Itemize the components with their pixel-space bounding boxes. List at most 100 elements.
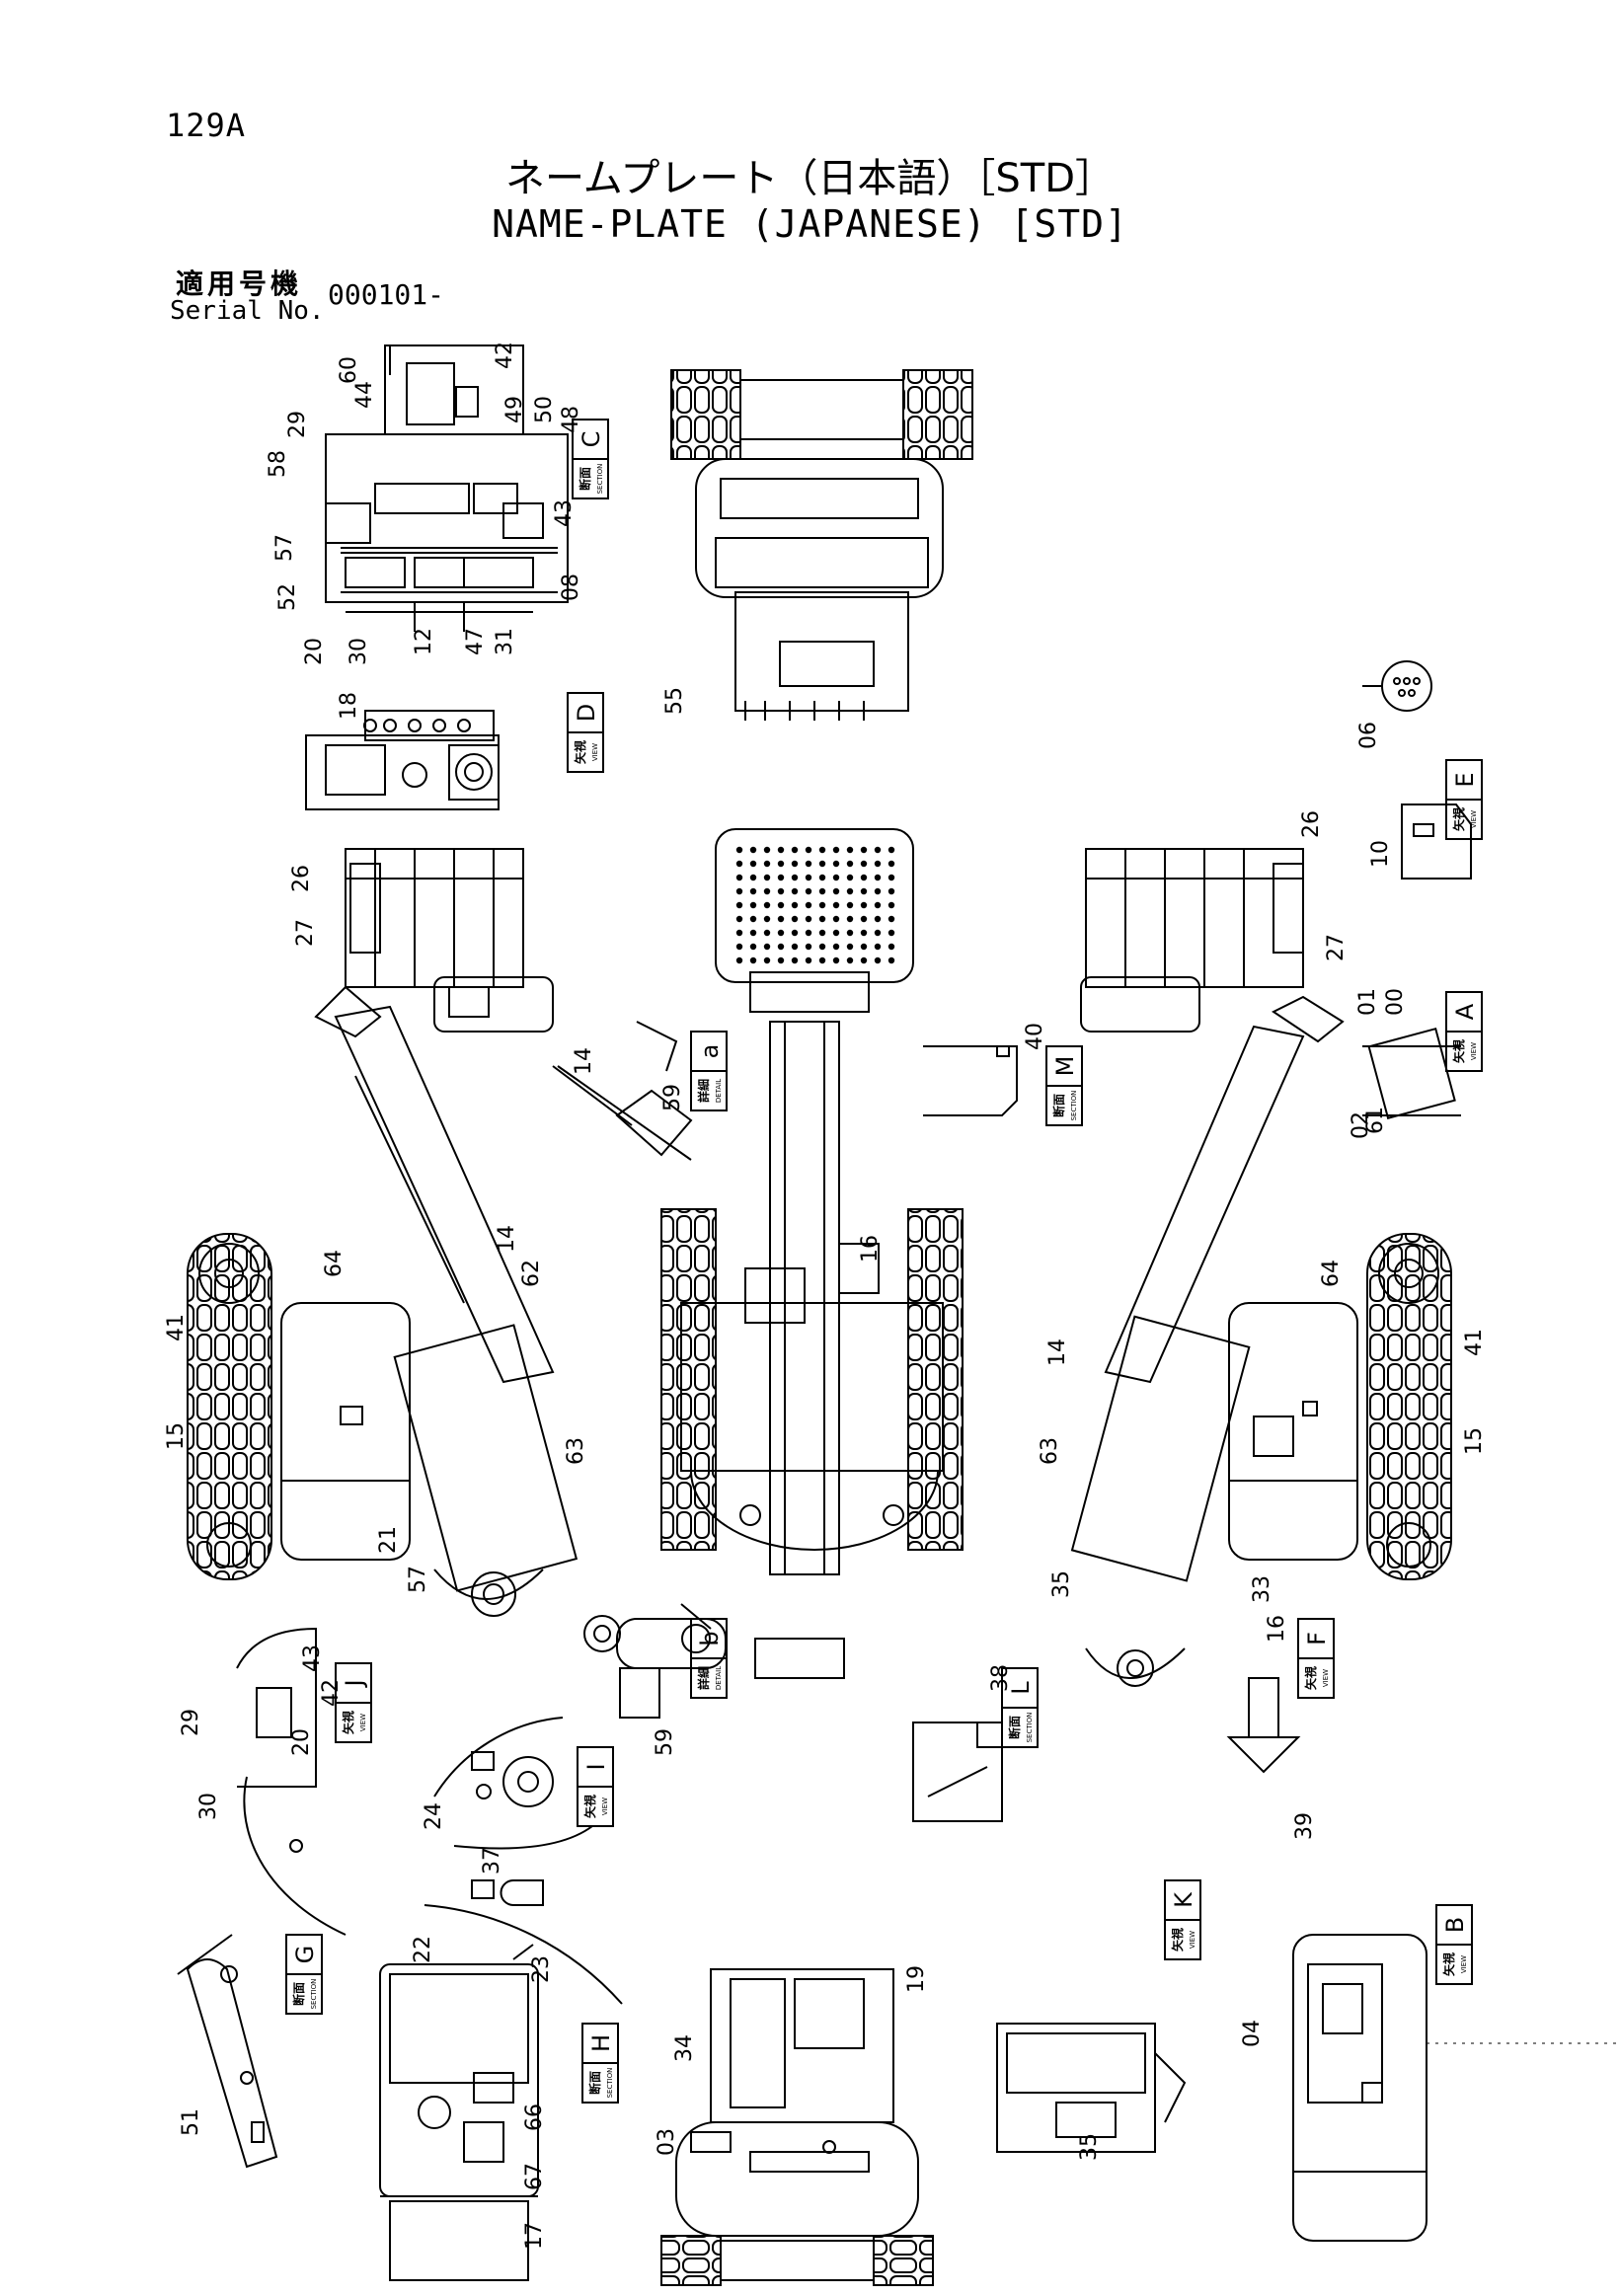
view-box-kind-jp: 断面	[1007, 1716, 1022, 1739]
view-b-drawing	[1292, 1934, 1619, 2242]
right-boom-drawing	[1070, 1025, 1305, 1687]
part-label-42: 42	[493, 342, 517, 369]
view-box-kind-jp: 矢視	[582, 1795, 597, 1818]
view-box-G: 断面 SECTION G	[285, 1934, 323, 2015]
part-label-21: 21	[376, 1526, 401, 1554]
part-label-20: 20	[289, 1728, 314, 1756]
view-box-letter: E	[1451, 772, 1479, 787]
view-box-kind-jp: 断面	[1051, 1094, 1066, 1117]
part-label-39: 39	[1292, 1812, 1317, 1840]
view-box-letter: L	[1007, 1681, 1035, 1695]
part-label-59: 59	[660, 1084, 685, 1111]
title-japanese: ネームプレート（日本語）［STD］	[504, 156, 1116, 201]
view-box-kind-jp: 矢視	[341, 1711, 355, 1734]
part-label-37: 37	[480, 1847, 504, 1875]
view-j-drawing	[236, 1627, 347, 1936]
view-box-kind-jp: 矢視	[1441, 1952, 1456, 1976]
left-boom-drawing	[334, 1005, 633, 1617]
part-label-48: 48	[559, 406, 583, 433]
view-box-kind-en: SECTION	[606, 2068, 614, 2099]
part-label-38: 38	[988, 1664, 1013, 1692]
left-basket-drawing	[314, 848, 554, 1038]
part-label-29: 29	[285, 411, 310, 438]
view-box-kind-jp: 矢視	[1451, 1039, 1466, 1063]
view-i-drawing	[424, 1717, 623, 2005]
part-label-08: 08	[559, 574, 583, 601]
view-box-kind-jp: 断面	[291, 1982, 306, 2006]
part-label-12: 12	[412, 628, 436, 655]
part-label-10: 10	[1368, 840, 1393, 868]
part-label-35: 35	[1077, 2133, 1102, 2161]
section-l-drawing	[912, 1722, 1003, 1822]
serial-number-value: 000101-	[328, 278, 445, 311]
view-box-letter: a	[696, 1044, 724, 1059]
part-label-15: 15	[164, 1422, 189, 1450]
part-label-15: 15	[1462, 1427, 1487, 1455]
view-box-kind-en: VIEW	[1470, 1042, 1478, 1060]
view-box-kind-en: VIEW	[1322, 1669, 1330, 1687]
part-label-62: 62	[519, 1260, 544, 1287]
part-label-51: 51	[179, 2108, 203, 2136]
title-english: NAME-PLATE (JAPANESE) [STD]	[492, 202, 1128, 246]
part-label-20: 20	[302, 638, 327, 665]
part-label-49: 49	[502, 396, 527, 423]
view-box-letter: H	[587, 2034, 615, 2052]
view-box-kind-en: VIEW	[1460, 1955, 1468, 1973]
part-label-00: 00	[1383, 988, 1408, 1016]
part-label-02: 02	[1349, 1111, 1373, 1139]
view-box-kind-en: DETAIL	[715, 1666, 723, 1690]
detail-a-drawing	[557, 1021, 693, 1161]
view-box-letter: J	[341, 1679, 368, 1688]
part-label-44: 44	[352, 381, 377, 409]
view-box-letter: D	[573, 704, 600, 722]
section-d-drawing	[305, 710, 500, 810]
view-box-kind-jp: 矢視	[573, 740, 587, 764]
view-box-letter: I	[582, 1763, 610, 1770]
part-label-06: 06	[1356, 722, 1381, 749]
right-crawler-drawing	[1228, 1233, 1452, 1580]
view-box-kind-en: DETAIL	[715, 1079, 723, 1103]
view-box-letter: M	[1051, 1056, 1079, 1077]
part-label-40: 40	[1023, 1023, 1047, 1050]
view-box-kind-en: VIEW	[601, 1798, 609, 1815]
part-label-42: 42	[319, 1679, 344, 1707]
view-box-kind-en: SECTION	[310, 1979, 318, 2010]
part-label-47: 47	[463, 628, 488, 655]
part-label-41: 41	[164, 1314, 189, 1341]
emblem-06-drawing	[1362, 660, 1432, 712]
view-box-I: 矢視 VIEW I	[577, 1746, 614, 1827]
part-label-27: 27	[1324, 934, 1349, 961]
left-crawler-drawing	[187, 1233, 411, 1580]
part-label-03: 03	[655, 2128, 679, 2156]
part-label-57: 57	[406, 1566, 430, 1593]
right-basket-drawing	[1080, 848, 1345, 1043]
section-c-drawing	[325, 344, 569, 632]
part-label-50: 50	[532, 396, 557, 423]
part-label-27: 27	[293, 919, 318, 947]
view-f-drawing	[1226, 1677, 1301, 1774]
part-label-41: 41	[1462, 1329, 1487, 1356]
view-box-kind-en: VIEW	[1470, 810, 1478, 828]
part-label-55: 55	[662, 687, 687, 715]
part-label-29: 29	[179, 1709, 203, 1736]
part-label-30: 30	[196, 1793, 221, 1820]
view-box-letter: G	[291, 1946, 319, 1964]
view-box-kind-en: SECTION	[596, 464, 604, 495]
part-label-67: 67	[522, 2163, 547, 2190]
machine-top-view	[670, 369, 973, 721]
part-label-26: 26	[1299, 810, 1324, 838]
part-label-35: 35	[1049, 1570, 1074, 1598]
view-box-letter: K	[1170, 1891, 1197, 1908]
part-label-14: 14	[572, 1047, 596, 1075]
machine-rear-view	[660, 1968, 934, 2286]
part-label-34: 34	[672, 2034, 697, 2062]
